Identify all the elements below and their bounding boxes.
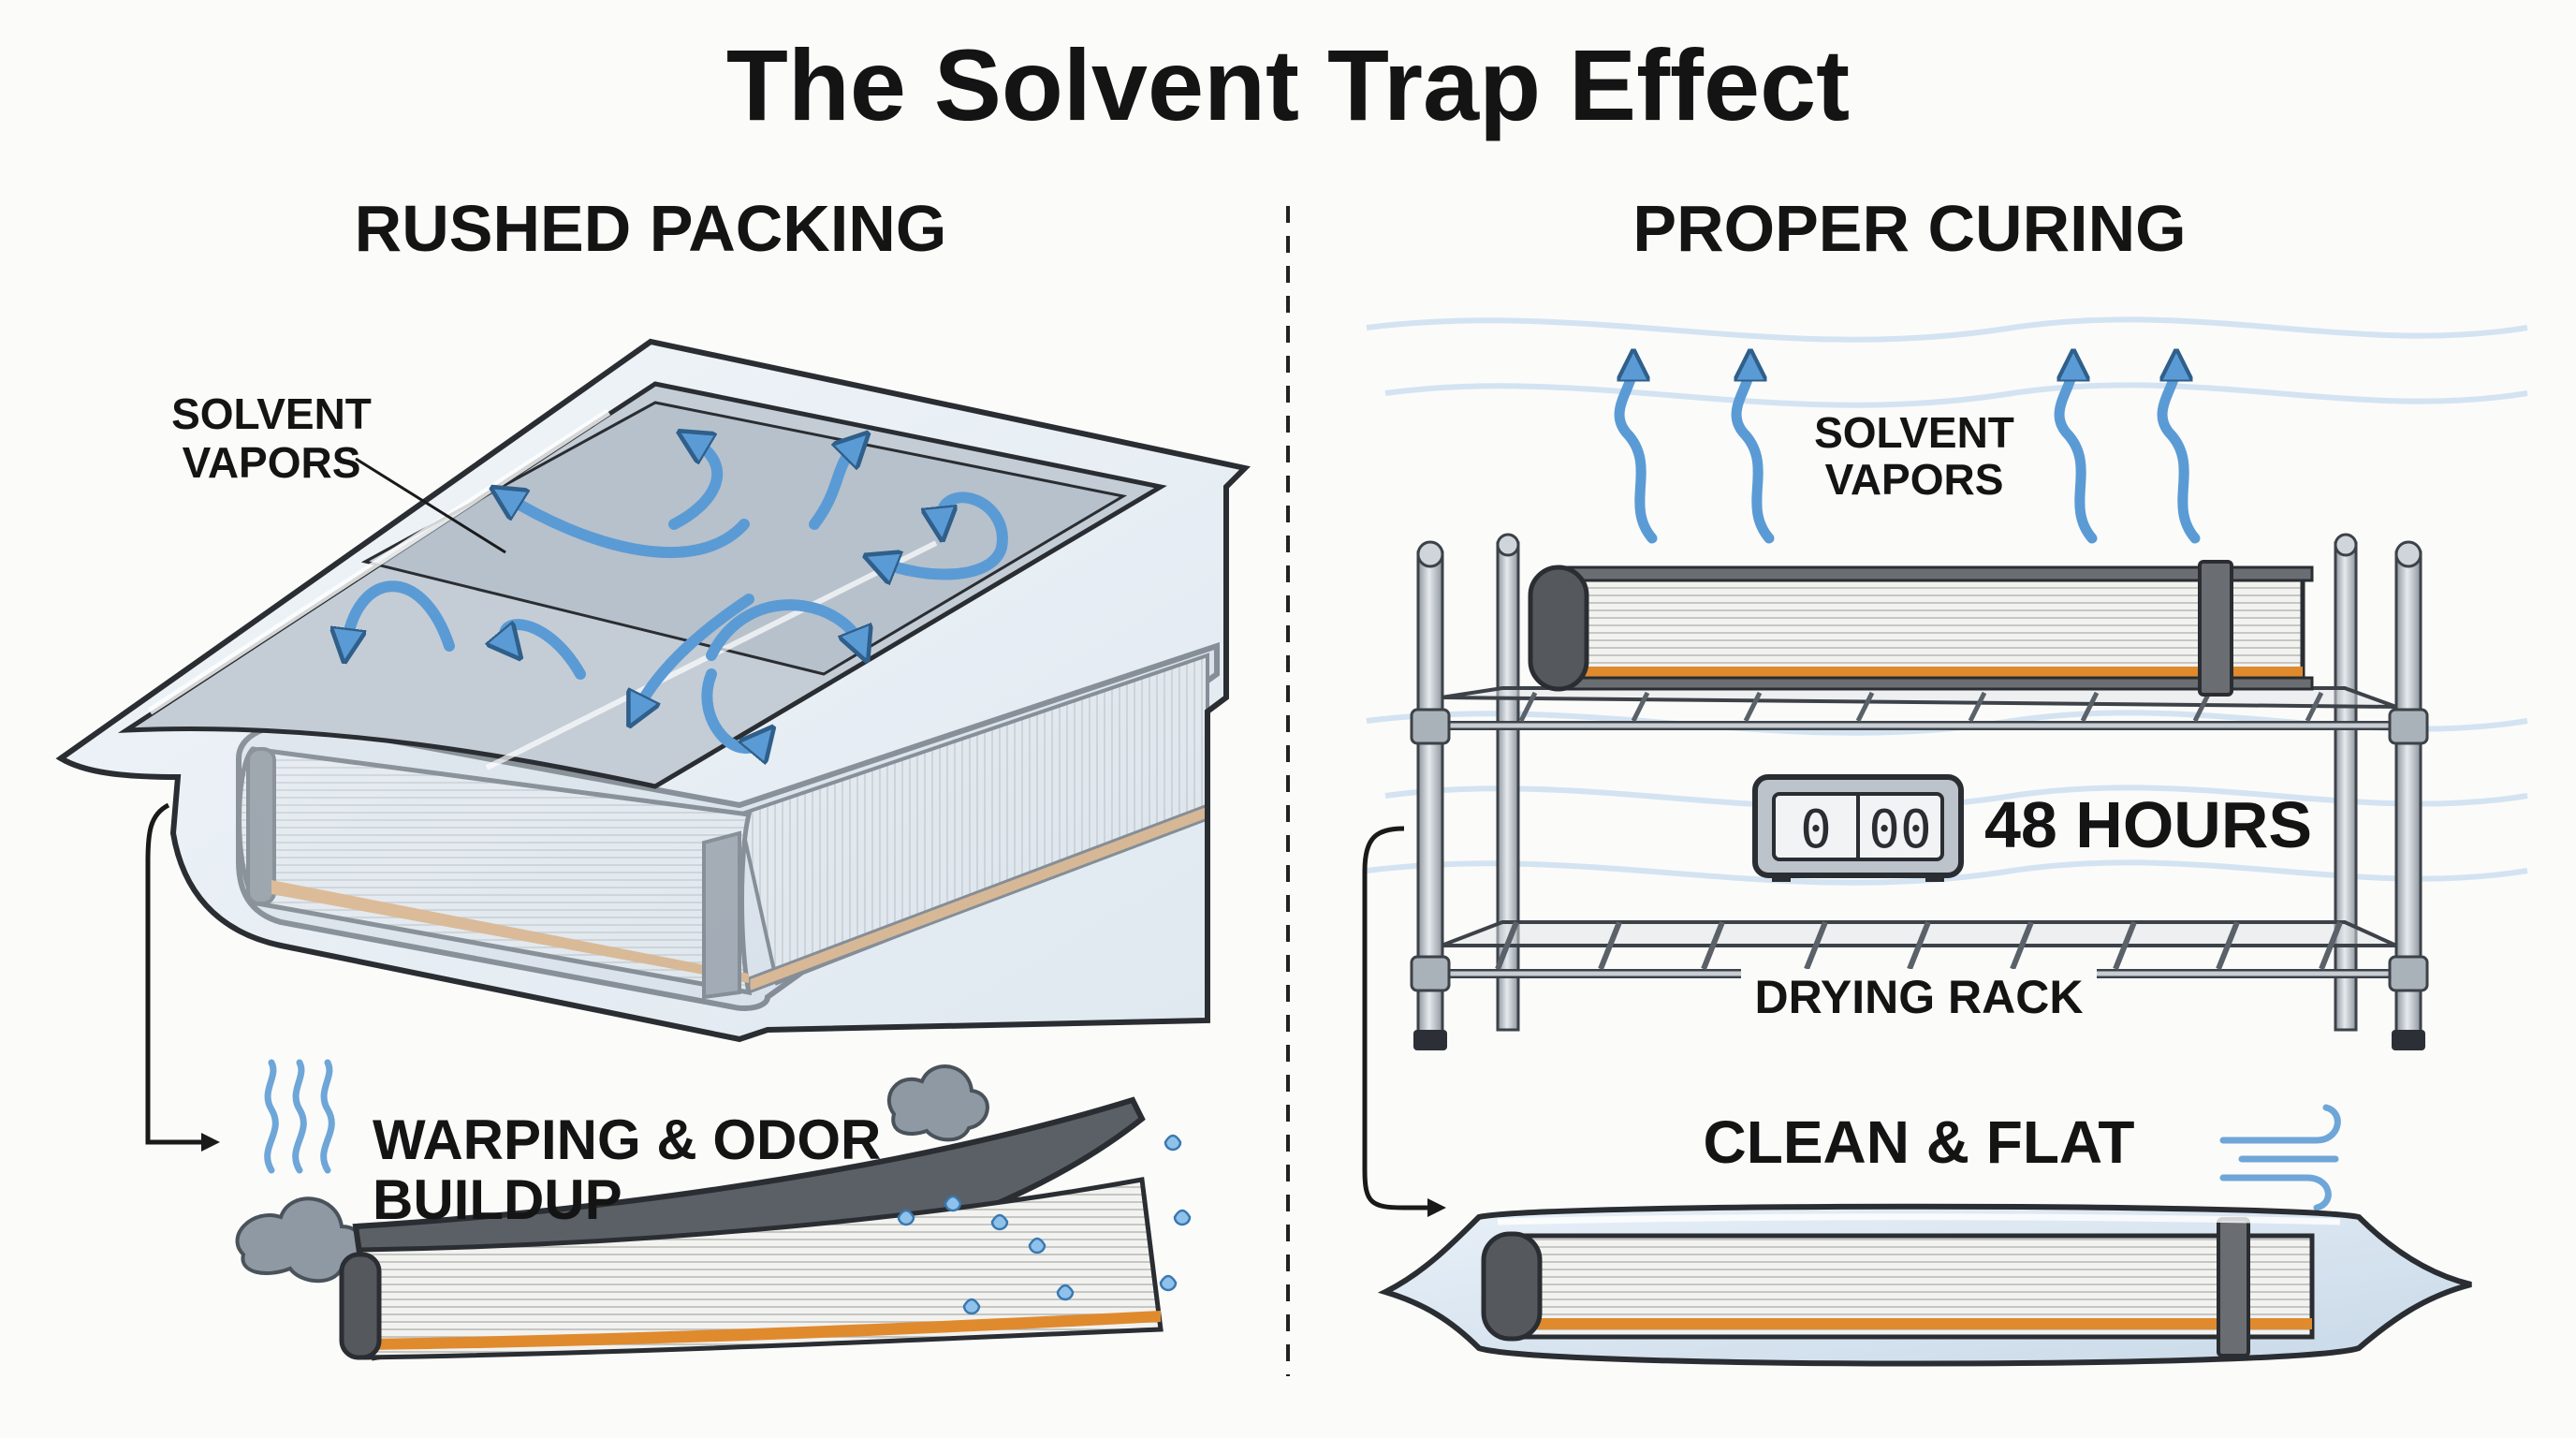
left-heading: RUSHED PACKING [355, 192, 947, 265]
curing-duration-label: 48 HOURS [1984, 788, 2312, 861]
rack-label: DRYING RACK [1755, 971, 2084, 1023]
trapped-vapor-arrows [346, 440, 1008, 748]
right-flow-arrow [1362, 826, 1446, 1217]
smell-lines-icon [264, 1059, 335, 1174]
sealed-flat-book [1377, 1203, 2472, 1367]
left-vapor-label-line1: SOLVENT [171, 389, 372, 438]
left-result-label-line2: BUILDUP [373, 1168, 622, 1231]
page-title: The Solvent Trap Effect [726, 28, 1850, 141]
wind-icon [2219, 1104, 2341, 1211]
left-flow-arrow [145, 802, 220, 1152]
clock-digits-right: 00 [1868, 800, 1931, 860]
right-result-label: CLEAN & FLAT [1704, 1108, 2135, 1176]
right-vapor-label-line2: VAPORS [1825, 455, 2004, 504]
left-vapor-leader [355, 457, 506, 554]
curing-book [1528, 560, 2314, 697]
drying-rack [1410, 533, 2429, 1050]
digital-clock-icon [1752, 774, 1964, 882]
right-vapor-label-line1: SOLVENT [1814, 408, 2014, 457]
rising-vapor-arrows [1614, 365, 2201, 544]
left-vapor-label-line2: VAPORS [183, 438, 361, 487]
smoke-cloud-icon [235, 1064, 989, 1284]
clock-digits-left: 0 [1800, 800, 1832, 860]
right-heading: PROPER CURING [1632, 192, 2186, 265]
water-droplets-icon [897, 1134, 1192, 1315]
left-result-label-line1: WARPING & ODOR [373, 1108, 881, 1171]
warped-book [339, 1096, 1192, 1361]
